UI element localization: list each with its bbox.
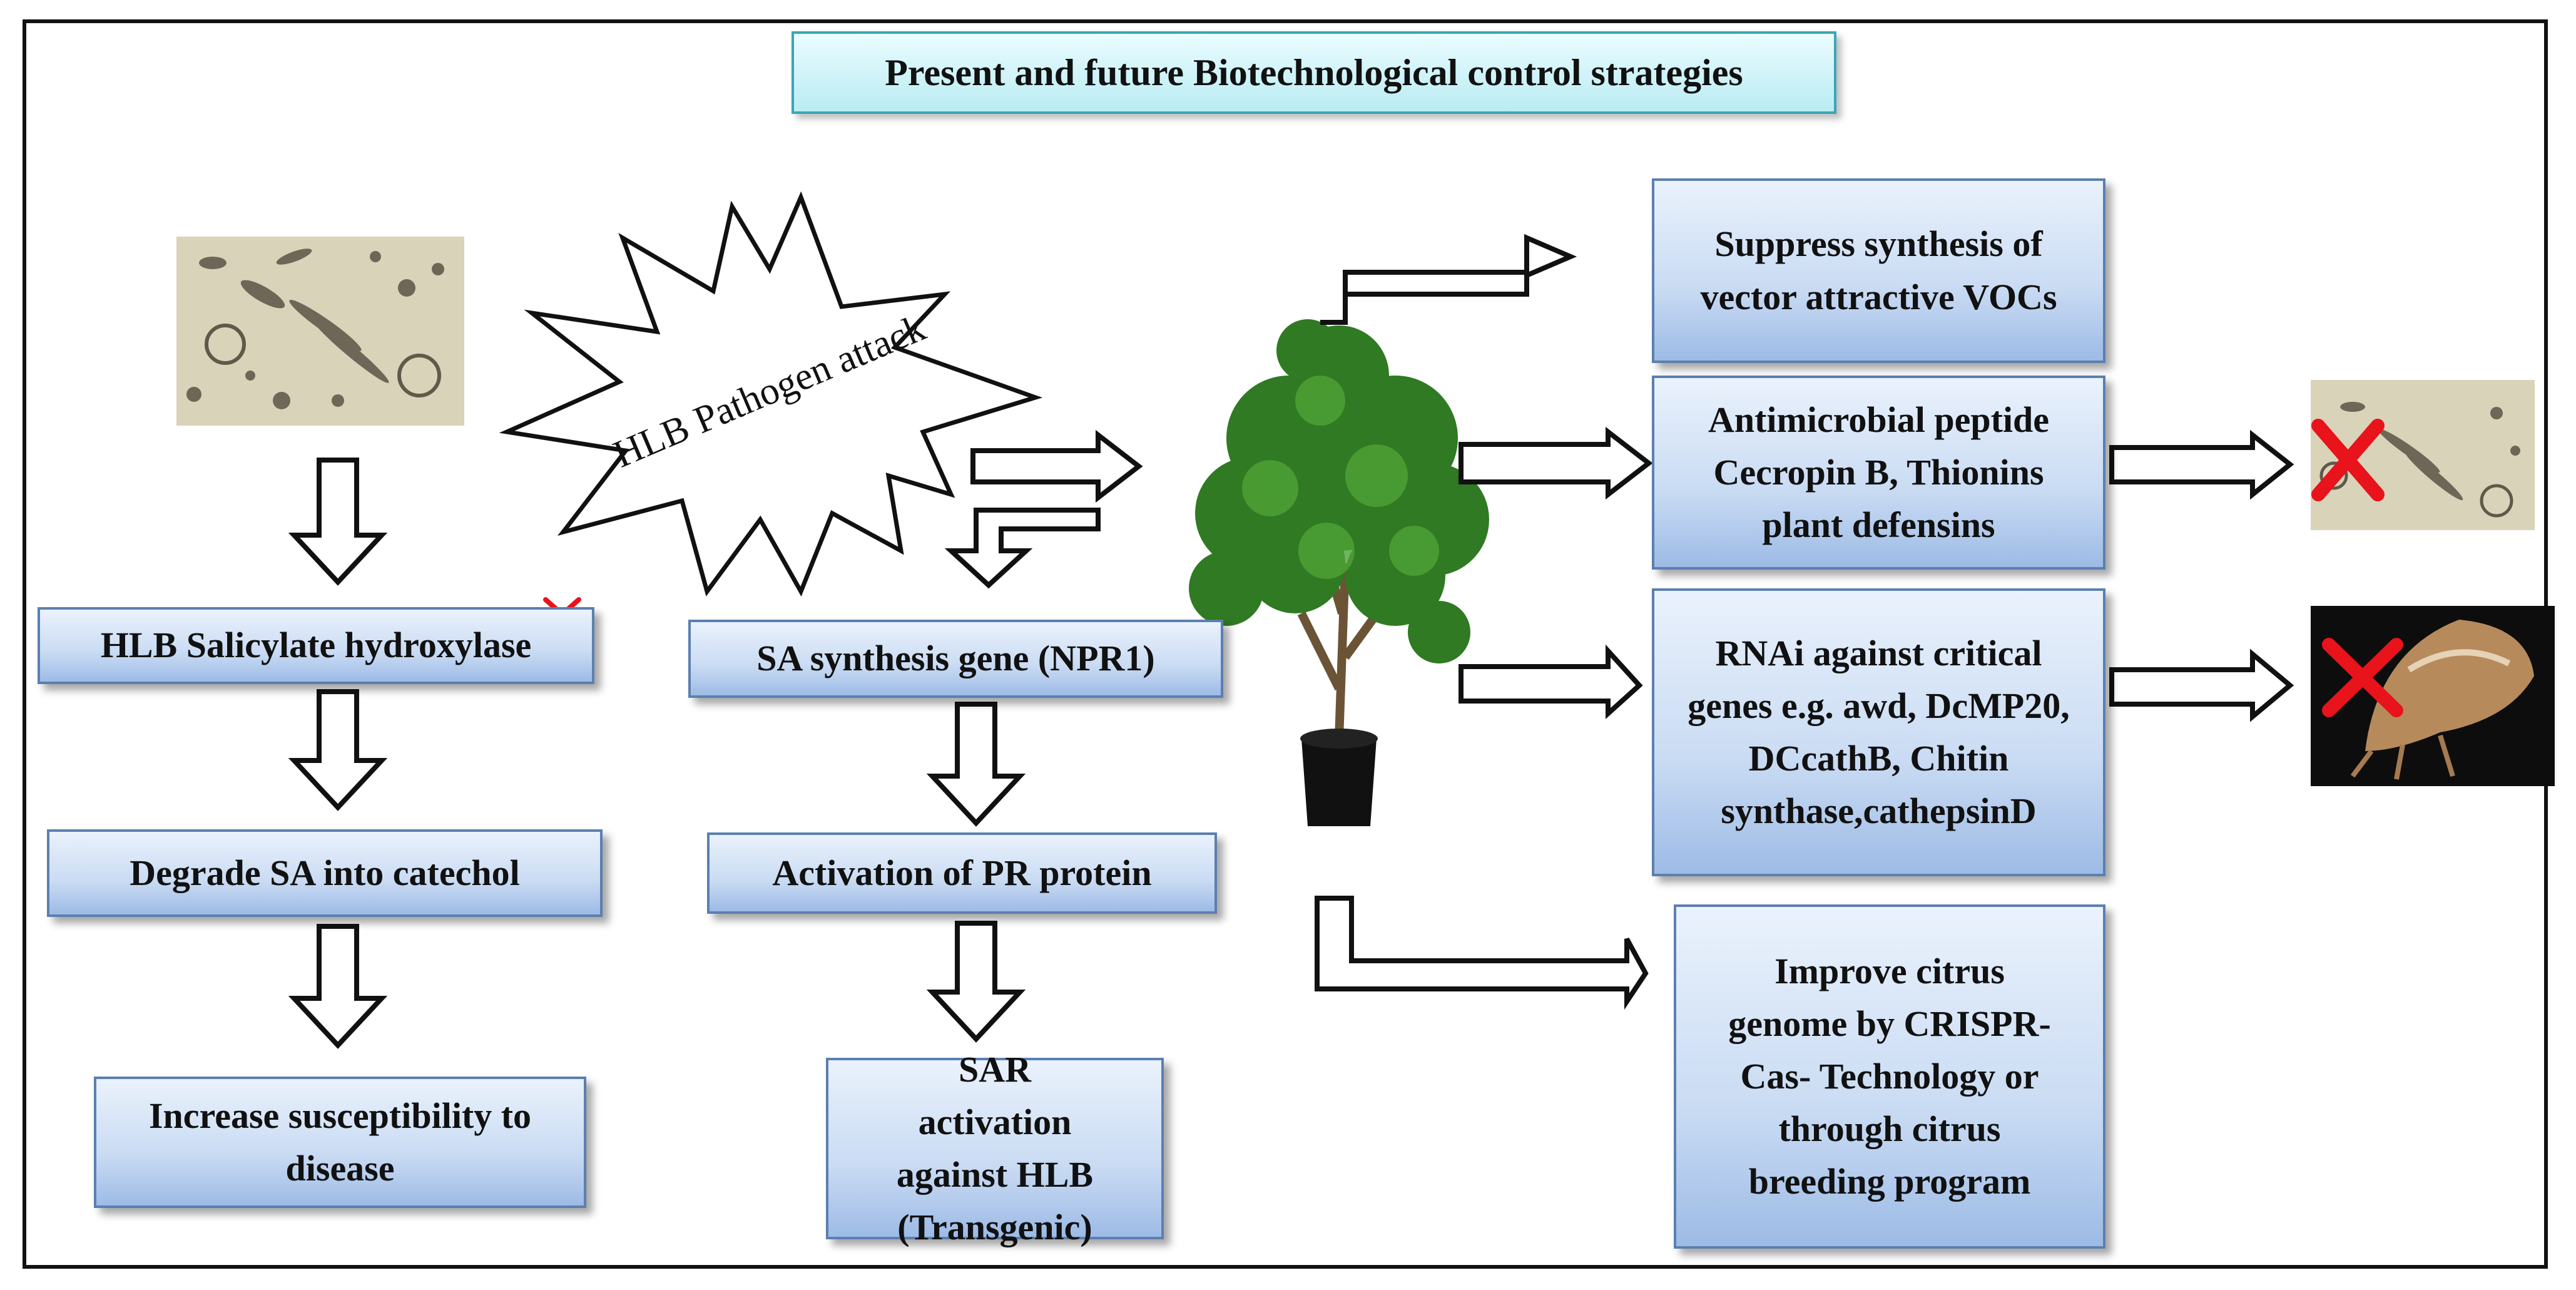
box-label: SA synthesis gene (NPR1)	[756, 638, 1155, 679]
box-label: Antimicrobial peptide Cecropin B, Thioni…	[1708, 399, 2050, 546]
box-label: Suppress synthesis of vector attractive …	[1700, 223, 2057, 317]
bent-arrow-icon	[944, 508, 1101, 589]
box-label: Increase susceptibility to disease	[148, 1095, 532, 1189]
salicylate-hydroxylase-box: HLB Salicylate hydroxylase	[38, 607, 594, 684]
bent-arrow-icon	[1320, 233, 1577, 325]
pathogen-attack-burst-icon	[499, 191, 1043, 597]
right-arrow-icon	[970, 429, 1143, 503]
right-arrow-icon	[2109, 429, 2294, 500]
right-arrow-icon	[1459, 426, 1653, 500]
red-x-icon	[2322, 638, 2403, 717]
down-arrow-icon	[926, 702, 1026, 827]
suppress-vocs-box: Suppress synthesis of vector attractive …	[1652, 178, 2105, 363]
sa-synthesis-gene-box: SA synthesis gene (NPR1)	[688, 620, 1223, 698]
citrus-tree-icon	[1189, 319, 1489, 826]
box-label: Degrade SA into catechol	[130, 852, 520, 893]
down-arrow-icon	[288, 689, 388, 811]
right-arrow-icon	[2109, 648, 2294, 722]
down-arrow-icon	[288, 458, 388, 586]
sar-activation-box: SAR activation against HLB (Transgenic)	[826, 1049, 1164, 1247]
psyllid-insect-icon	[2311, 606, 2555, 786]
crispr-box: Improve citrus genome by CRISPR- Cas- Te…	[1674, 904, 2105, 1249]
bent-arrow-icon	[1315, 896, 1649, 1010]
down-arrow-icon	[288, 924, 388, 1049]
rnai-box: RNAi against critical genes e.g. awd, Dc…	[1652, 588, 2105, 876]
degrade-sa-box: Degrade SA into catechol	[47, 829, 603, 917]
antimicrobial-peptide-box: Antimicrobial peptide Cecropin B, Thioni…	[1652, 376, 2105, 570]
red-x-icon	[2311, 419, 2385, 501]
diagram-title: Present and future Biotechnological cont…	[792, 31, 1836, 114]
box-label: RNAi against critical genes e.g. awd, Dc…	[1688, 632, 2070, 832]
right-arrow-icon	[1459, 644, 1643, 719]
susceptibility-box: Increase susceptibility to disease	[94, 1077, 586, 1208]
box-label: SAR activation against HLB (Transgenic)	[896, 1048, 1094, 1248]
box-label: HLB Salicylate hydroxylase	[100, 625, 532, 666]
box-label: Improve citrus genome by CRISPR- Cas- Te…	[1728, 950, 2051, 1202]
bacteria-micrograph-icon	[176, 237, 464, 426]
down-arrow-icon	[926, 921, 1026, 1043]
pr-protein-box: Activation of PR protein	[707, 832, 1217, 914]
box-label: Activation of PR protein	[772, 852, 1152, 893]
bacteria-micrograph-small-icon	[2311, 380, 2535, 530]
